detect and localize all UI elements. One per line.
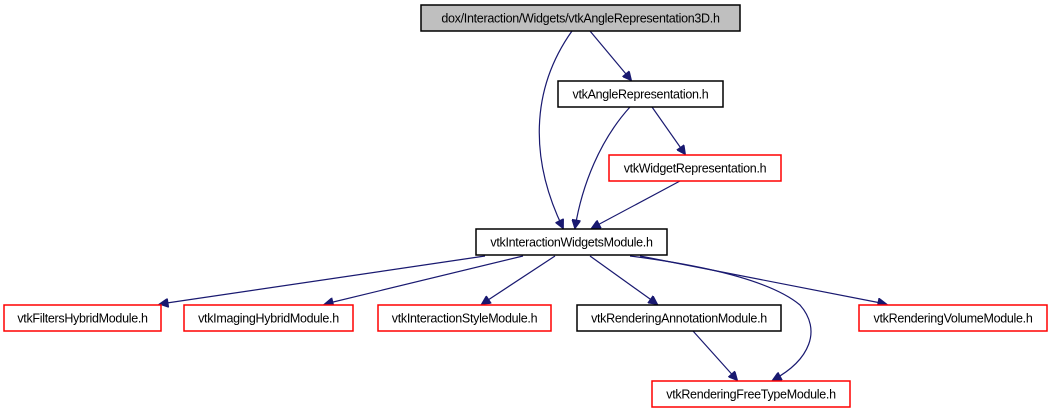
node-root-file[interactable]: dox/Interaction/Widgets/vtkAngleRepresen… <box>420 4 741 32</box>
edge-root-to-angle-representation <box>589 30 631 80</box>
node-vtk-rendering-volume-module[interactable]: vtkRenderingVolumeModule.h <box>858 304 1048 332</box>
node-label: vtkFiltersHybridModule.h <box>17 312 148 326</box>
node-label: vtkInteractionWidgetsModule.h <box>490 236 653 250</box>
edge-rendering-annotation-to-rendering-freetype <box>692 330 737 380</box>
node-label: vtkImagingHybridModule.h <box>198 312 339 326</box>
node-vtk-angle-representation[interactable]: vtkAngleRepresentation.h <box>557 80 724 108</box>
node-label: vtkRenderingAnnotationModule.h <box>591 312 767 326</box>
node-label: vtkAngleRepresentation.h <box>573 88 709 102</box>
node-label: vtkWidgetRepresentation.h <box>624 162 767 176</box>
edge-interaction-widgets-module-to-interaction-style <box>482 255 556 304</box>
node-label: vtkInteractionStyleModule.h <box>392 312 538 326</box>
node-vtk-interaction-widgets-module[interactable]: vtkInteractionWidgetsModule.h <box>475 228 668 256</box>
edge-angle-representation-to-widget-representation <box>651 106 685 154</box>
edge-widget-representation-to-interaction-widgets-module <box>592 180 681 228</box>
node-vtk-filters-hybrid-module[interactable]: vtkFiltersHybridModule.h <box>3 304 162 332</box>
edge-angle-representation-to-interaction-widgets-module <box>575 106 631 228</box>
edge-interaction-widgets-module-to-filters-hybrid <box>160 255 486 304</box>
node-label: vtkRenderingVolumeModule.h <box>874 312 1033 326</box>
edge-interaction-widgets-module-to-rendering-annotation <box>589 255 657 304</box>
node-vtk-interaction-style-module[interactable]: vtkInteractionStyleModule.h <box>377 304 552 332</box>
edges <box>160 30 886 380</box>
edge-root-to-interaction-widgets-module <box>538 30 573 228</box>
node-vtk-widget-representation[interactable]: vtkWidgetRepresentation.h <box>608 154 782 182</box>
edge-interaction-widgets-module-to-rendering-volume <box>639 255 886 304</box>
node-vtk-rendering-freetype-module[interactable]: vtkRenderingFreeTypeModule.h <box>651 380 851 408</box>
node-label: vtkRenderingFreeTypeModule.h <box>666 388 836 402</box>
edge-interaction-widgets-module-to-imaging-hybrid <box>325 255 524 304</box>
node-label: dox/Interaction/Widgets/vtkAngleRepresen… <box>441 12 720 26</box>
node-vtk-rendering-annotation-module[interactable]: vtkRenderingAnnotationModule.h <box>576 304 782 332</box>
node-vtk-imaging-hybrid-module[interactable]: vtkImagingHybridModule.h <box>183 304 354 332</box>
